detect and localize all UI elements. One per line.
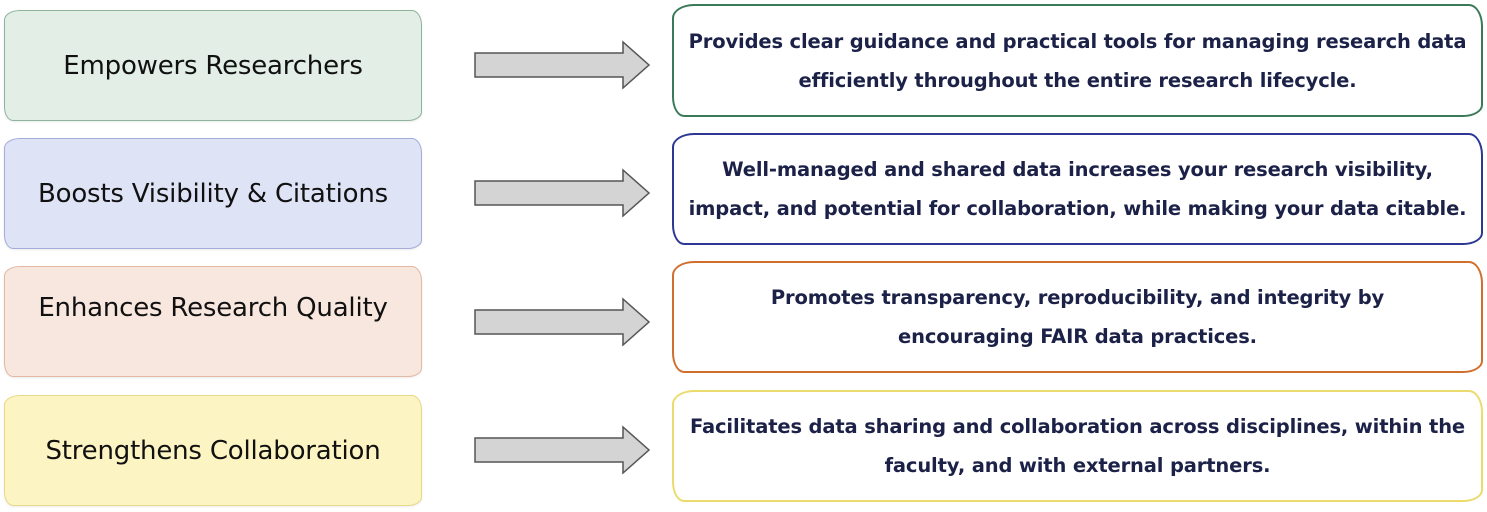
right-arrow-icon (474, 425, 651, 475)
description-box-strengthens-collaboration: Facilitates data sharing and collaborati… (672, 390, 1483, 502)
benefit-box-enhances-quality: Enhances Research Quality (4, 266, 422, 377)
benefit-box-strengthens-collaboration: Strengthens Collaboration (4, 395, 422, 506)
description-box-enhances-quality: Promotes transparency, reproducibility, … (672, 261, 1483, 373)
benefit-box-empowers-researchers: Empowers Researchers (4, 10, 422, 121)
benefit-label: Strengthens Collaboration (45, 435, 381, 466)
benefit-label: Empowers Researchers (63, 50, 363, 81)
description-box-empowers-researchers: Provides clear guidance and practical to… (672, 4, 1483, 117)
benefit-label: Boosts Visibility & Citations (37, 178, 389, 209)
description-text: Facilitates data sharing and collaborati… (689, 415, 1465, 477)
description-box-boosts-visibility: Well-managed and shared data increases y… (672, 133, 1483, 245)
description-text: Provides clear guidance and practical to… (688, 29, 1467, 92)
benefit-box-boosts-visibility: Boosts Visibility & Citations (4, 138, 422, 249)
right-arrow-icon (474, 297, 651, 347)
right-arrow-icon (474, 40, 651, 90)
description-text: Well-managed and shared data increases y… (688, 158, 1467, 220)
benefit-label: Enhances Research Quality (38, 292, 388, 323)
right-arrow-icon (474, 168, 651, 218)
description-text: Promotes transparency, reproducibility, … (770, 286, 1385, 348)
